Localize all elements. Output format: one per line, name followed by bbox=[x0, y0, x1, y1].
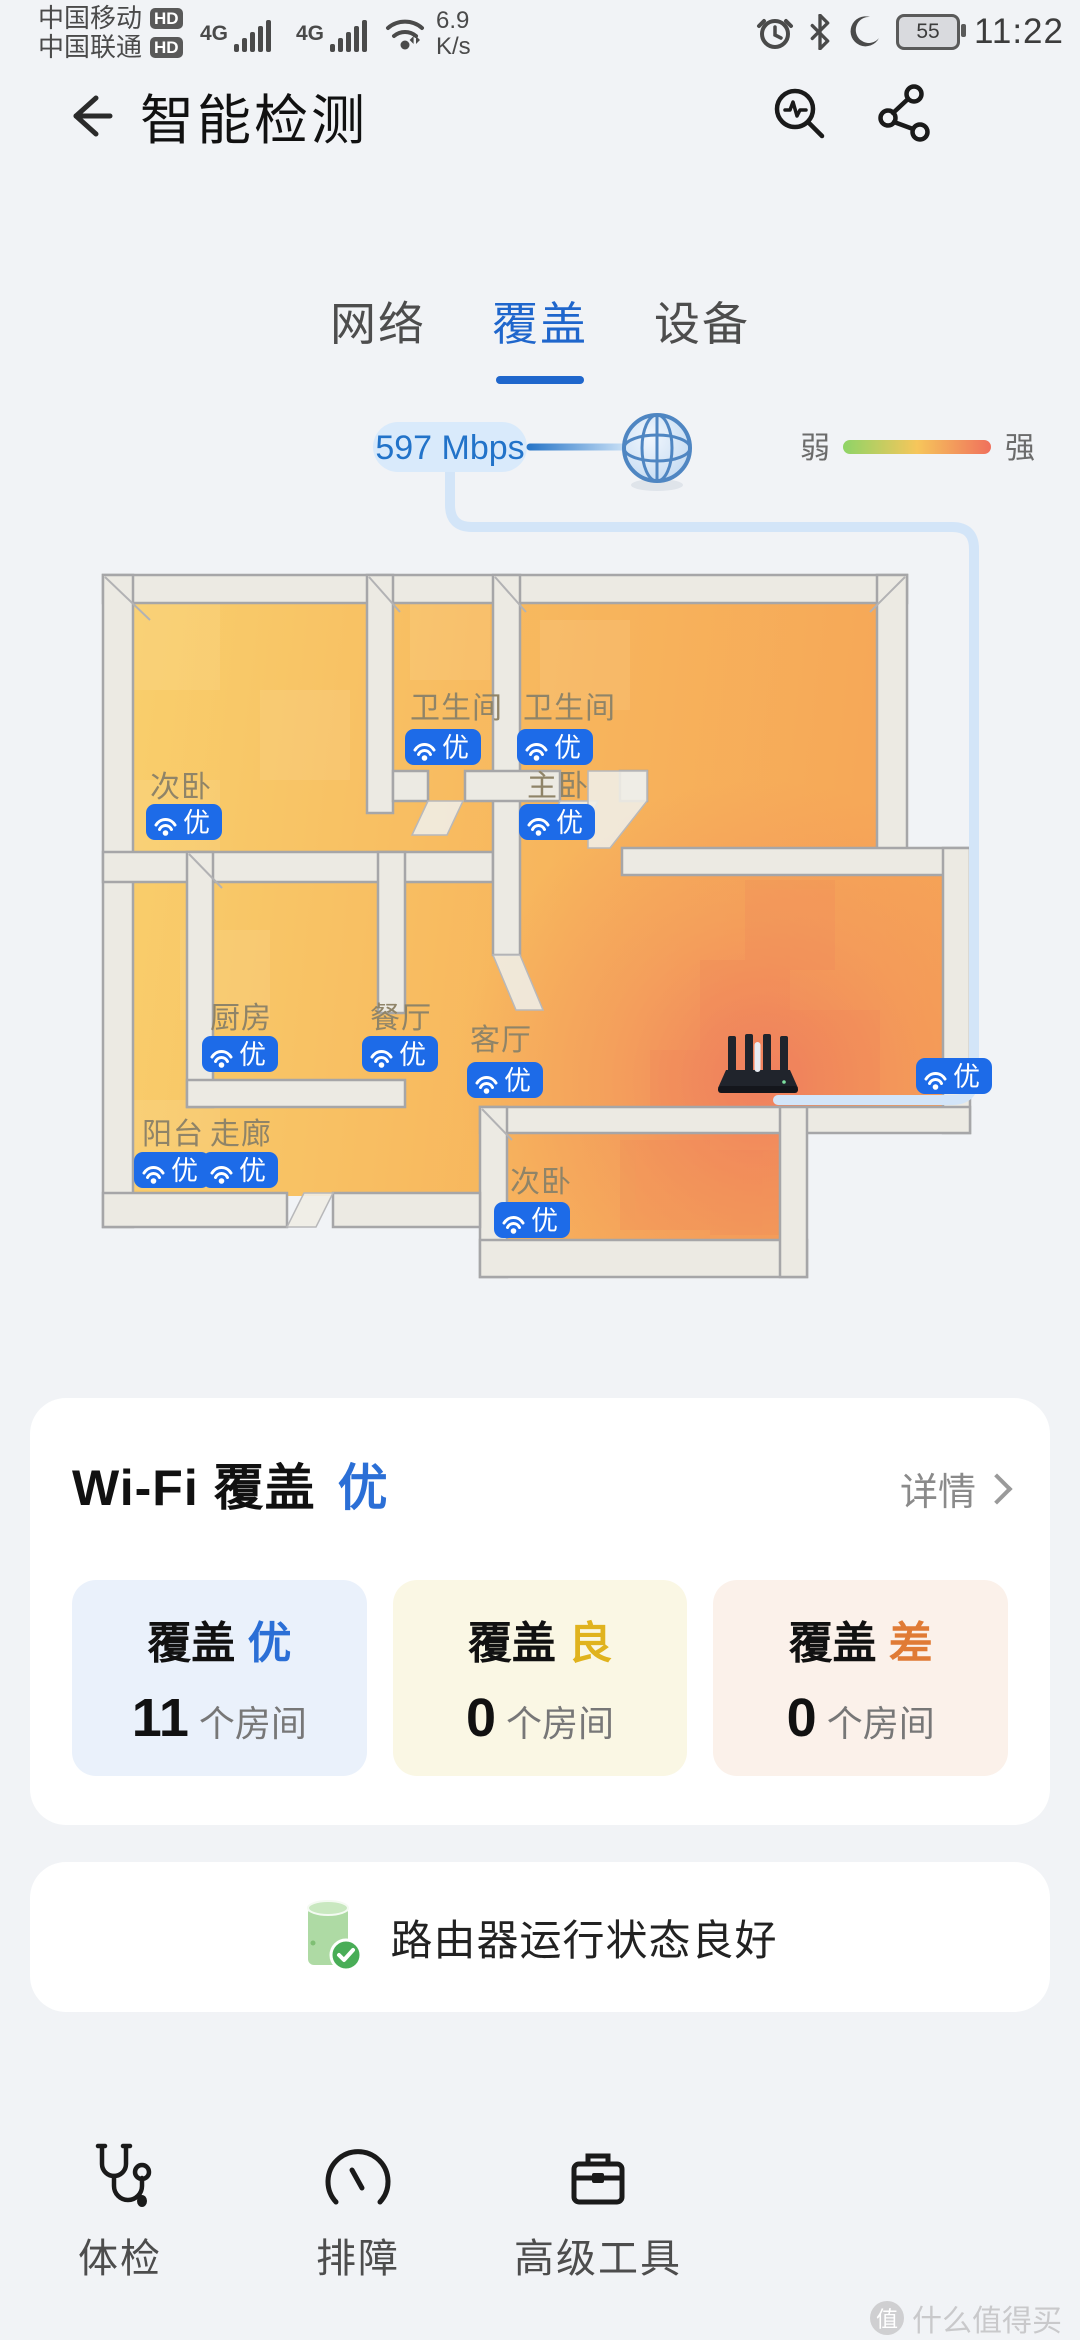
router-status-text: 路由器运行状态良好 bbox=[390, 1916, 778, 1964]
signal-bars-icon bbox=[234, 20, 272, 52]
signal-strength-legend: 弱 强 bbox=[800, 432, 1035, 465]
hd-badge: HD bbox=[150, 8, 183, 29]
topology-share-icon[interactable] bbox=[876, 84, 934, 142]
coverage-item-label: 覆盖 良 bbox=[467, 1619, 613, 1668]
stethoscope-icon bbox=[95, 2143, 152, 2207]
room-label: 次卧 bbox=[150, 771, 212, 804]
tab-devices[interactable]: 设备 bbox=[654, 298, 750, 350]
carrier1-label: 中国移动 bbox=[38, 3, 143, 33]
header: 智能检测 bbox=[0, 74, 1080, 164]
badge-status-text: 优 bbox=[953, 1062, 981, 1092]
toolbox-icon bbox=[571, 2153, 625, 2205]
carrier-info: 中国移动 HD 中国联通 HD bbox=[38, 4, 183, 62]
coverage-item-label: 覆盖 优 bbox=[147, 1619, 292, 1668]
room-label: 客厅 bbox=[470, 1024, 532, 1057]
coverage-badge: 优 bbox=[405, 729, 481, 765]
gauge-icon bbox=[325, 2149, 391, 2205]
bluetooth-icon bbox=[810, 14, 830, 50]
alarm-icon bbox=[757, 19, 793, 49]
coverage-detail-link[interactable]: 详情 bbox=[900, 1461, 1013, 1516]
coverage-item-label: 覆盖 差 bbox=[788, 1619, 933, 1668]
badge-status-text: 优 bbox=[556, 808, 584, 838]
coverage-overall-status: 优 bbox=[337, 1460, 388, 1516]
clock: 11:22 bbox=[974, 12, 1064, 51]
internet-speed-pill: 597 Mbps bbox=[373, 422, 527, 472]
coverage-card-title: Wi-Fi 覆盖 bbox=[72, 1460, 316, 1516]
sim1-signal: 4G bbox=[200, 16, 272, 56]
tab-bar: 网络 覆盖 设备 bbox=[0, 288, 1080, 384]
bottom-toolbar: 体检 排障 高级工具 bbox=[0, 2140, 1080, 2300]
coverage-badge: 优 bbox=[362, 1036, 438, 1072]
battery-indicator: 55 bbox=[896, 14, 966, 50]
back-button[interactable] bbox=[62, 88, 118, 144]
room-label: 餐厅 bbox=[370, 1002, 432, 1035]
internet-connection-line bbox=[445, 465, 979, 1105]
coverage-badge: 优 bbox=[467, 1062, 543, 1098]
room-label: 阳台 bbox=[142, 1118, 204, 1151]
coverage-badge: 优 bbox=[519, 804, 595, 840]
internet-globe-icon bbox=[622, 413, 692, 491]
nav-item-checkup[interactable]: 体检 bbox=[10, 2140, 230, 2284]
chevron-right-icon bbox=[981, 1472, 1013, 1505]
walls bbox=[101, 573, 972, 1279]
diagnose-search-icon[interactable] bbox=[770, 84, 828, 142]
badge-status-text: 优 bbox=[239, 1040, 267, 1070]
coverage-badge: 优 bbox=[494, 1202, 570, 1238]
active-tab-underline bbox=[496, 376, 584, 384]
nav-item-advanced-tools[interactable]: 高级工具 bbox=[488, 2140, 708, 2284]
router-status-card: 路由器运行状态良好 bbox=[30, 1862, 1050, 2012]
coverage-badge: 优 bbox=[202, 1036, 278, 1072]
wall-corner-bevels bbox=[104, 576, 906, 1141]
smzdm-logo: 值 bbox=[870, 2301, 904, 2335]
router-health-icon bbox=[307, 1900, 363, 1972]
coverage-badge: 优 bbox=[916, 1058, 992, 1094]
badge-status-text: 优 bbox=[504, 1066, 532, 1096]
badge-status-text: 优 bbox=[399, 1040, 427, 1070]
badge-status-text: 优 bbox=[171, 1156, 199, 1186]
room-label: 卫生间 bbox=[523, 692, 616, 725]
badge-status-text: 优 bbox=[239, 1156, 267, 1186]
tab-network[interactable]: 网络 bbox=[330, 298, 426, 350]
room-label: 走廊 bbox=[210, 1118, 272, 1151]
badge-status-text: 优 bbox=[442, 733, 470, 763]
badge-status-text: 优 bbox=[531, 1206, 559, 1236]
legend-weak-label: 弱 bbox=[800, 432, 830, 465]
room-label: 主卧 bbox=[527, 770, 589, 803]
tab-coverage[interactable]: 覆盖 bbox=[492, 288, 588, 384]
sim2-signal: 4G bbox=[296, 16, 368, 56]
router-device-icon bbox=[718, 1034, 798, 1093]
legend-gradient-bar bbox=[843, 440, 991, 454]
coverage-badge: 优 bbox=[134, 1152, 210, 1188]
badge-status-text: 优 bbox=[183, 808, 211, 838]
page-title: 智能检测 bbox=[140, 91, 368, 151]
room-label: 卫生间 bbox=[410, 692, 503, 725]
wifi-coverage-floorplan: 597 Mbps 弱 强 次卧 优 卫生间 优 卫生间 优 bbox=[101, 413, 1035, 1279]
status-bar: 中国移动 HD 中国联通 HD 4G 4G 6.9 K/s bbox=[0, 0, 1080, 64]
wifi-status-icon bbox=[386, 19, 424, 50]
carrier2-label: 中国联通 bbox=[38, 32, 143, 62]
do-not-disturb-moon-icon bbox=[850, 16, 879, 47]
hd-badge: HD bbox=[150, 37, 183, 58]
signal-bars-icon bbox=[330, 20, 368, 52]
smzdm-watermark: 值 什么值得买 bbox=[870, 2296, 1062, 2340]
room-label: 厨房 bbox=[210, 1002, 272, 1035]
coverage-badge: 优 bbox=[146, 804, 222, 840]
internet-speed-value: 597 Mbps bbox=[375, 429, 524, 467]
nav-item-troubleshoot[interactable]: 排障 bbox=[248, 2140, 468, 2284]
legend-strong-label: 强 bbox=[1005, 432, 1035, 465]
coverage-badge: 优 bbox=[517, 729, 593, 765]
room-label: 次卧 bbox=[510, 1166, 572, 1199]
watermark-text: 什么值得买 bbox=[912, 2305, 1062, 2338]
network-speed: 6.9 K/s bbox=[436, 7, 471, 60]
badge-status-text: 优 bbox=[554, 733, 582, 763]
coverage-badge: 优 bbox=[202, 1152, 278, 1188]
